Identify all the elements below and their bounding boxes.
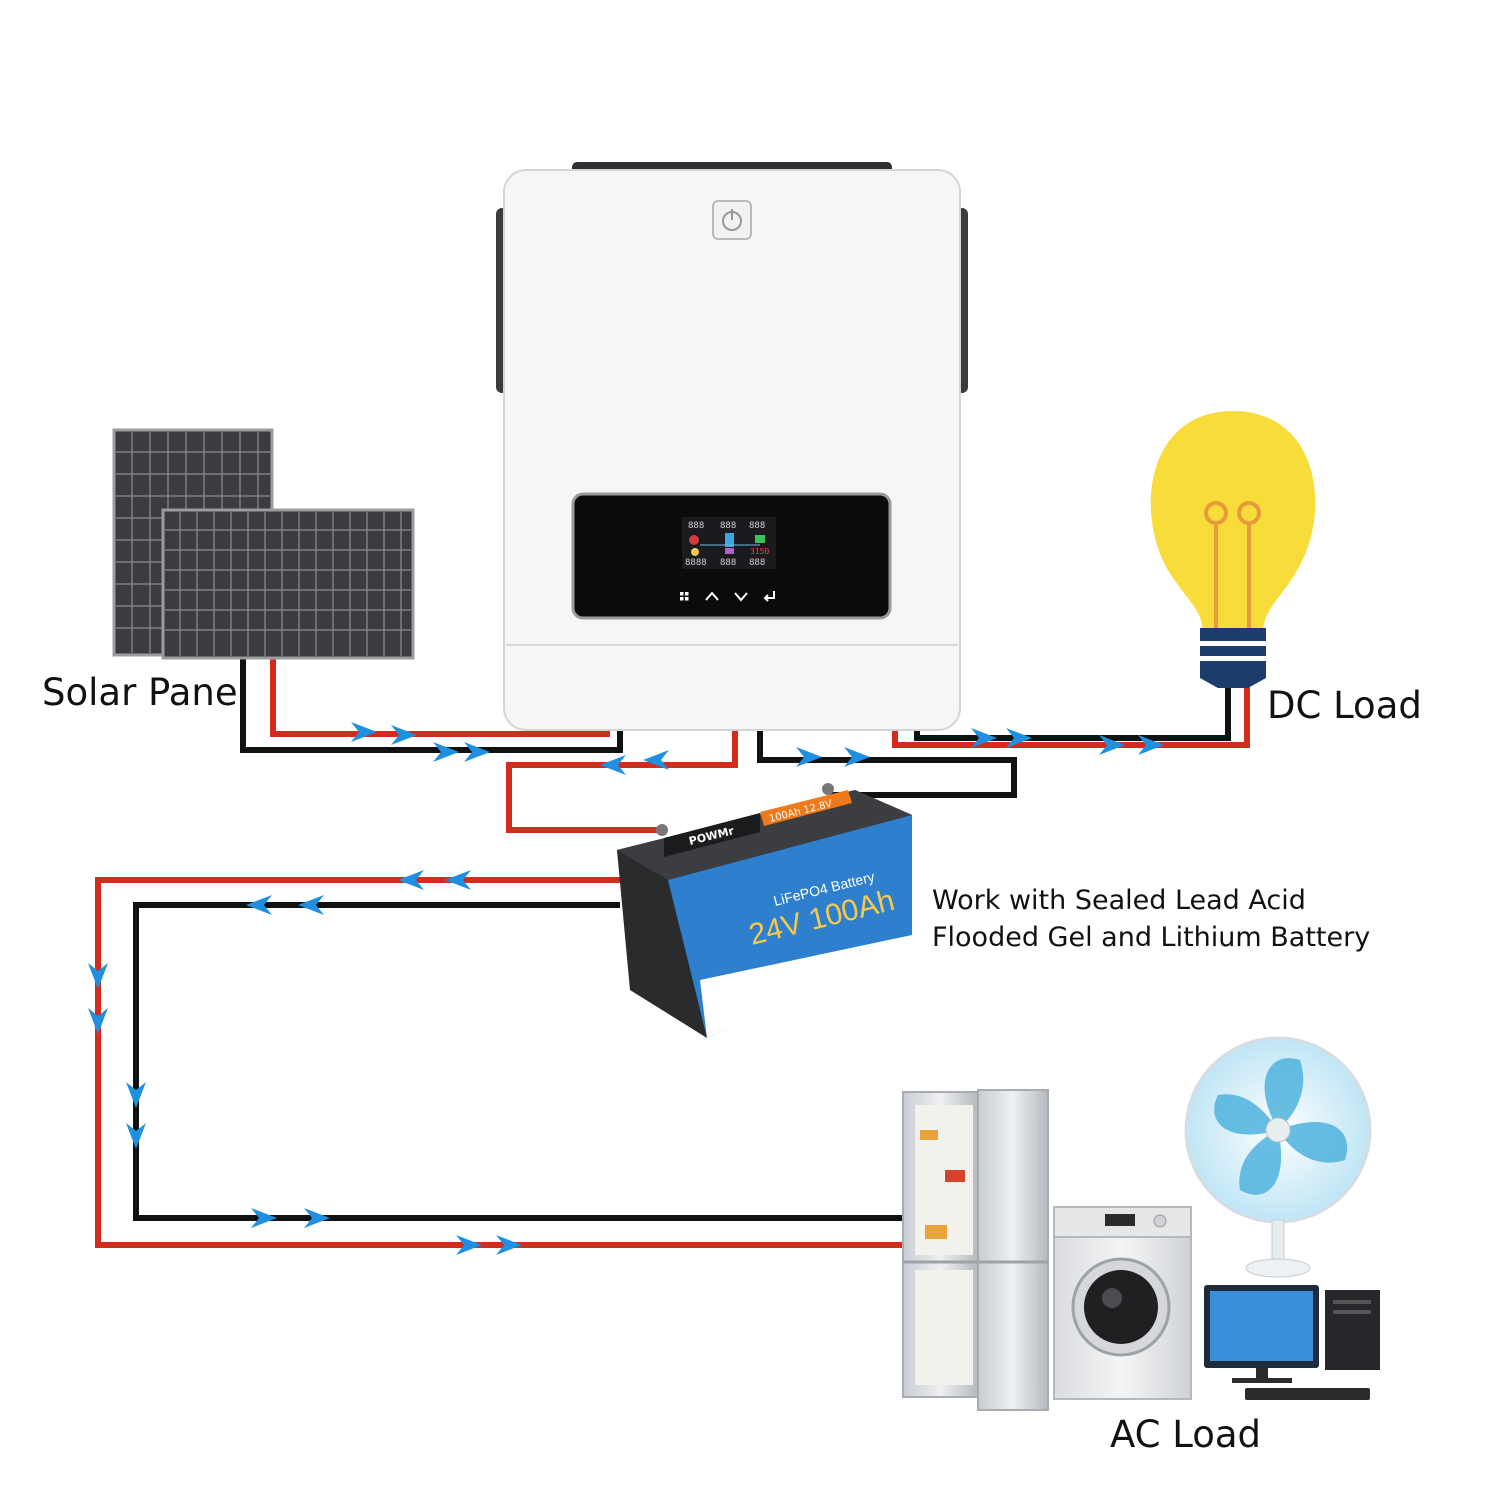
lcd-bottom-3: 888 <box>749 558 765 568</box>
solar-panel-label: Solar Panel <box>42 671 248 714</box>
ac-positive-wire <box>95 877 905 1248</box>
power-icon <box>712 200 752 240</box>
lcd-value: 3150 <box>750 547 769 556</box>
dc-negative-wire <box>914 672 1231 741</box>
display-panel: 888 888 888 8888 888 888 3150 <box>571 492 892 620</box>
up-arrow-icon[interactable] <box>705 591 719 601</box>
enter-icon[interactable] <box>763 591 775 602</box>
fan-icon <box>1184 1036 1372 1278</box>
ac-negative-wire <box>133 902 905 1221</box>
lcd-top-3: 888 <box>749 521 765 531</box>
lcd-top-2: 888 <box>720 521 736 531</box>
solar-positive-wire <box>270 655 610 737</box>
wiring <box>95 655 1250 1248</box>
computer-icon <box>1204 1285 1380 1400</box>
battery-positive-wire <box>506 730 738 833</box>
battery-compatibility-note: Work with Sealed Lead Acid Flooded Gel a… <box>932 882 1370 956</box>
light-bulb-icon <box>1150 411 1316 688</box>
lcd-bottom-2: 888 <box>720 558 736 568</box>
battery-negative-wire <box>757 730 1017 798</box>
battery-icon: POWMr 100Ah 12.8V LiFePO4 Battery 24V 10… <box>617 783 912 1038</box>
solar-negative-wire <box>240 655 623 753</box>
ac-load-label: AC Load <box>1110 1413 1262 1456</box>
dc-load-label: DC Load <box>1267 684 1422 727</box>
lcd-bottom-1: 8888 <box>685 558 707 568</box>
battery-note-line-1: Work with Sealed Lead Acid <box>932 885 1306 916</box>
display-buttons <box>680 591 775 602</box>
fridge-icon <box>902 1089 1049 1411</box>
lcd-top-1: 888 <box>688 521 704 531</box>
solar-panel-front <box>161 508 415 660</box>
down-arrow-icon[interactable] <box>734 592 748 602</box>
washing-machine-icon <box>1053 1206 1192 1400</box>
inverter-icon: 888 888 888 8888 888 888 3150 <box>496 162 968 731</box>
dc-positive-wire <box>892 672 1250 748</box>
battery-note-line-2: Flooded Gel and Lithium Battery <box>932 922 1371 953</box>
menu-icon[interactable] <box>680 592 689 601</box>
solar-panel-icon <box>112 428 415 660</box>
